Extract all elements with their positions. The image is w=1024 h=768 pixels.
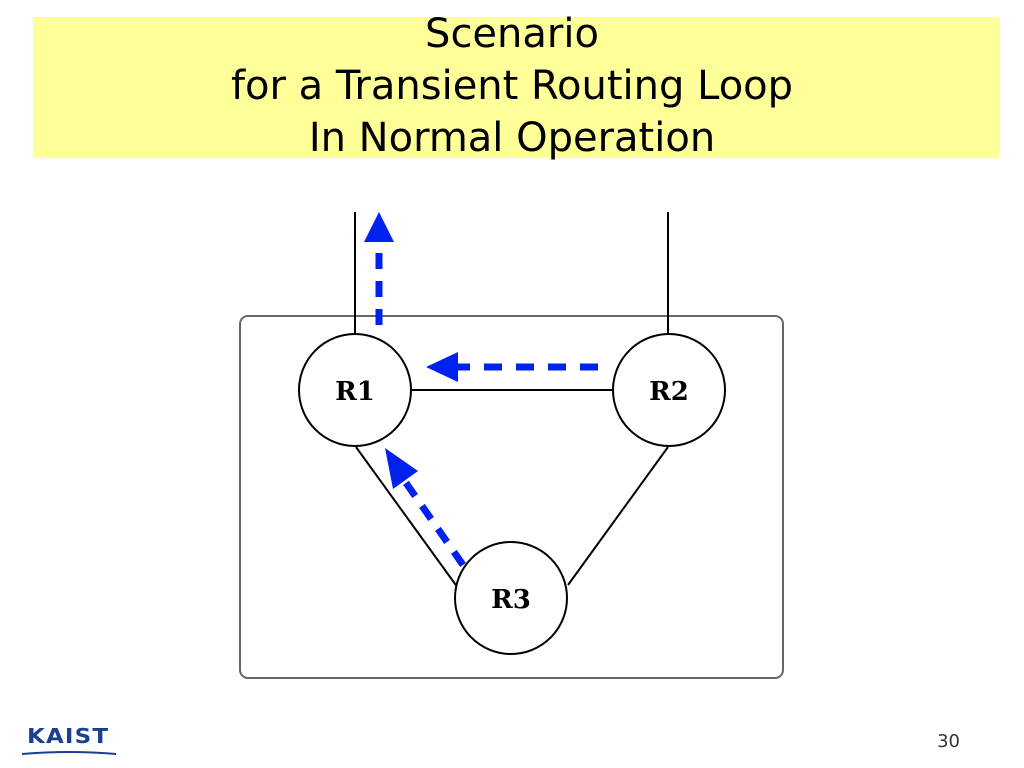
arrowhead-left-icon [426, 352, 458, 382]
arrowhead-up-icon [364, 212, 394, 242]
arrowhead-up-left-icon [385, 448, 418, 489]
logo-text: KAIST [27, 724, 110, 748]
router-r1-label: R1 [335, 377, 375, 407]
link-r1-r3 [355, 446, 459, 589]
router-r3: R3 [454, 541, 568, 655]
forwarding-arrow-r3-to-r1 [385, 448, 466, 567]
link-r2-r3 [567, 446, 669, 586]
title-line-3: In Normal Operation [308, 115, 716, 161]
router-r3-label: R3 [491, 585, 531, 615]
slide-title: Scenario for a Transient Routing Loop In… [0, 8, 1024, 164]
network-boundary [239, 315, 784, 679]
kaist-logo: KAIST [22, 722, 118, 762]
title-line-1: Scenario [425, 11, 599, 57]
forwarding-arrow-r1-up [364, 212, 394, 325]
forwarding-arrow-r2-to-r1 [426, 352, 598, 382]
logo-swoosh-icon [22, 751, 116, 755]
title-line-2: for a Transient Routing Loop [230, 63, 794, 109]
page-number: 30 [937, 731, 960, 752]
title-band [33, 17, 999, 158]
router-r2: R2 [612, 333, 726, 447]
router-r2-label: R2 [649, 377, 689, 407]
router-r1: R1 [298, 333, 412, 447]
